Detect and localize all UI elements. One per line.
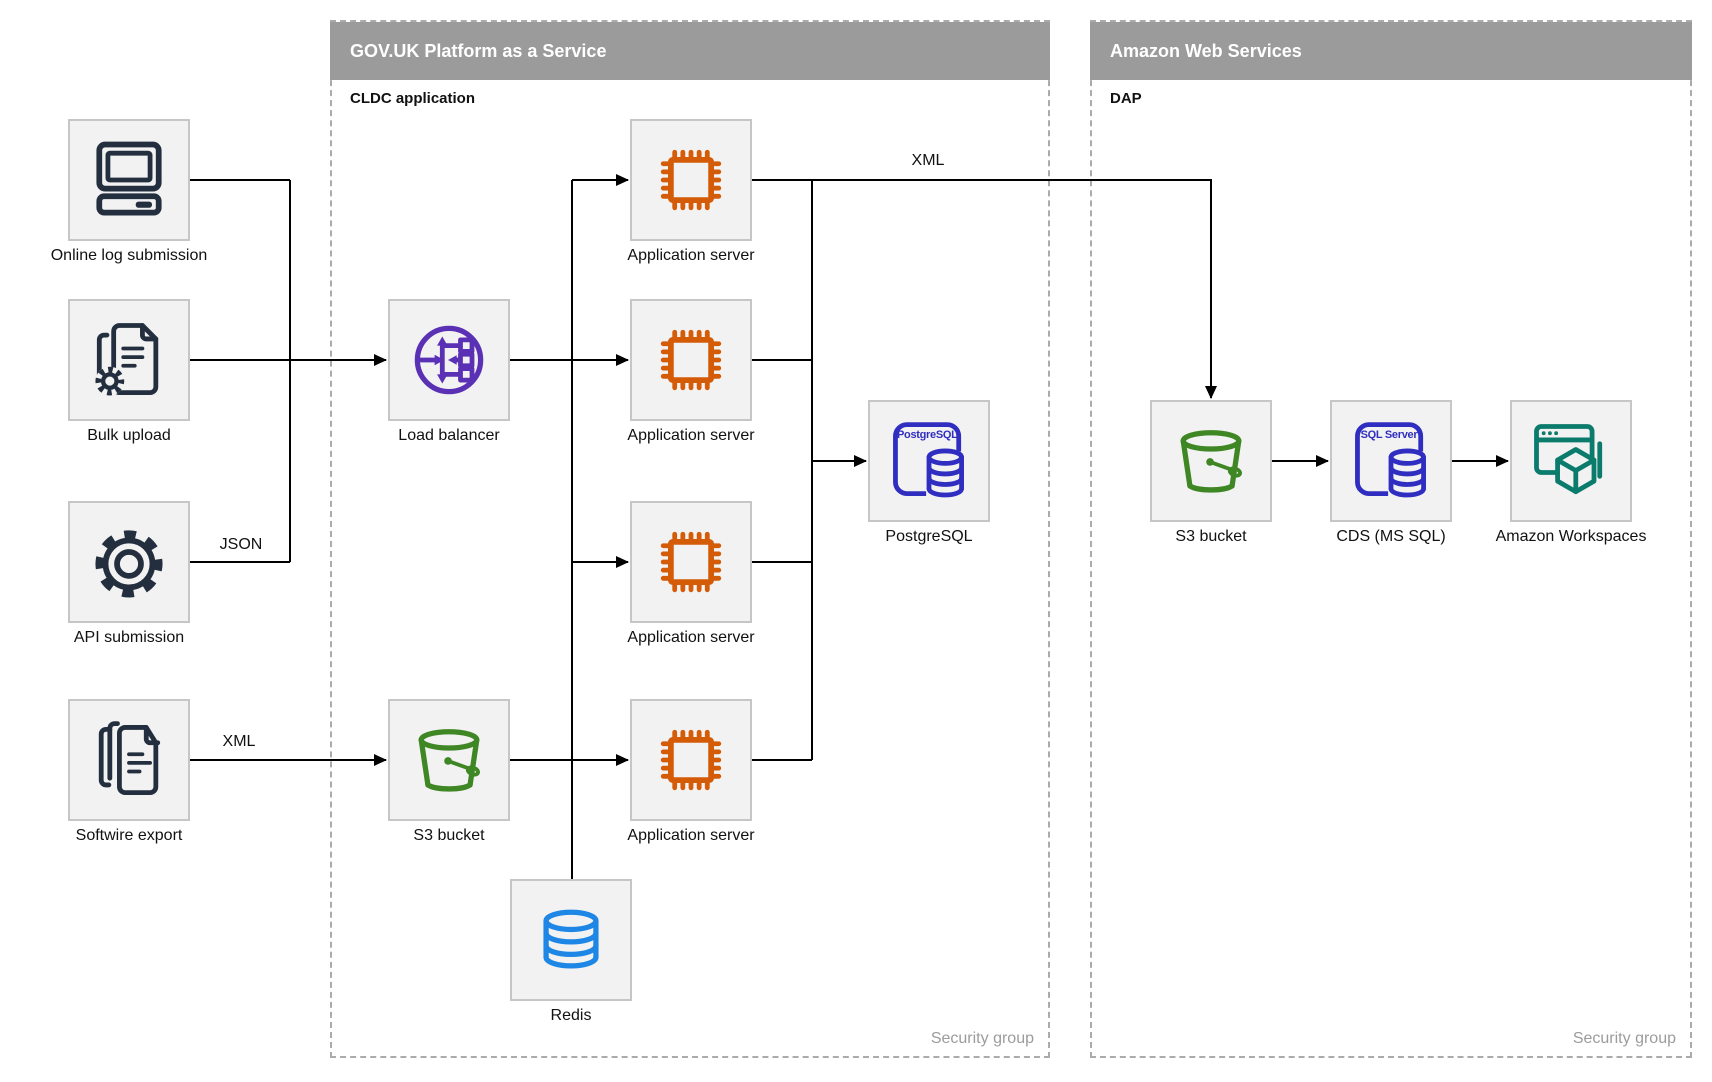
region-paas-sublabel: CLDC application (350, 90, 476, 107)
node-cds-ms-sql: SQL Server CDS (MS SQL) (1330, 400, 1452, 545)
computer-icon (83, 134, 175, 226)
node-label: API submission (73, 629, 185, 646)
region-paas-header: GOV.UK Platform as a Service (330, 22, 1050, 80)
node-api-submission: API submission (68, 501, 190, 646)
node-application-server-3: Application server (627, 501, 755, 646)
edge-label-json: JSON (219, 536, 263, 553)
node-redis: Redis (510, 879, 632, 1024)
postgresql-icon: PostgreSQL (883, 415, 975, 507)
chip-icon (645, 314, 737, 406)
workspaces-icon (1525, 415, 1617, 507)
s3-bucket-icon (403, 714, 495, 806)
edge-label-xml-feed: XML (911, 152, 945, 169)
region-paas-security-group: GOV.UK Platform as a Service CLDC applic… (330, 20, 1050, 1058)
edge-app1-xml-to-aws-s3 (752, 179, 1217, 399)
node-box (68, 299, 190, 421)
node-box (630, 119, 752, 241)
node-amazon-workspaces: Amazon Workspaces (1496, 400, 1646, 545)
chip-icon (645, 714, 737, 806)
node-box (68, 501, 190, 623)
node-box: SQL Server (1330, 400, 1452, 522)
node-box (388, 299, 510, 421)
node-application-server-2: Application server (627, 299, 755, 444)
region-aws-header: Amazon Web Services (1090, 22, 1692, 80)
sql-server-icon-text: SQL Server (1360, 429, 1418, 441)
node-label: Application server (627, 427, 755, 444)
node-label: Bulk upload (87, 427, 171, 444)
node-label: PostgreSQL (885, 528, 973, 545)
node-label: Load balancer (398, 427, 500, 444)
edge-label-xml-export: XML (222, 733, 256, 750)
node-softwire-export: Softwire export (68, 699, 190, 844)
region-aws-sublabel: DAP (1110, 90, 1142, 107)
node-postgresql: PostgreSQL PostgreSQL (868, 400, 990, 545)
node-box (1510, 400, 1632, 522)
node-application-server-4: Application server (627, 699, 755, 844)
node-box (388, 699, 510, 821)
node-box (510, 879, 632, 1001)
chip-icon (645, 516, 737, 608)
node-load-balancer: Load balancer (388, 299, 510, 444)
node-box: PostgreSQL (868, 400, 990, 522)
node-box (630, 299, 752, 421)
node-label: S3 bucket (413, 827, 485, 844)
node-label: Application server (627, 247, 755, 264)
node-label: Softwire export (75, 827, 183, 844)
node-online-log-submission: Online log submission (51, 119, 207, 264)
node-label: Redis (550, 1007, 592, 1024)
node-application-server-1: Application server (627, 119, 755, 264)
region-aws-security-group: Amazon Web Services DAP Security group (1090, 20, 1692, 1058)
node-bulk-upload: Bulk upload (68, 299, 190, 444)
document-gear-icon (83, 314, 175, 406)
node-box (630, 699, 752, 821)
node-label: Online log submission (50, 247, 208, 264)
redis-database-icon (525, 894, 617, 986)
gear-icon (83, 516, 175, 608)
sql-server-icon: SQL Server (1345, 415, 1437, 507)
region-paas-footer: Security group (930, 1030, 1034, 1047)
region-aws-footer: Security group (1572, 1030, 1676, 1047)
node-label: S3 bucket (1175, 528, 1247, 545)
node-s3-bucket-aws: S3 bucket (1150, 400, 1272, 545)
s3-bucket-icon (1165, 415, 1257, 507)
node-label: Application server (627, 827, 755, 844)
node-box (68, 119, 190, 241)
postgresql-icon-text: PostgreSQL (897, 429, 958, 441)
documents-icon (83, 714, 175, 806)
load-balancer-icon (403, 314, 495, 406)
node-label: Application server (627, 629, 755, 646)
node-box (68, 699, 190, 821)
node-s3-bucket-paas: S3 bucket (388, 699, 510, 844)
chip-icon (645, 134, 737, 226)
node-box (1150, 400, 1272, 522)
node-label: Amazon Workspaces (1495, 528, 1647, 545)
node-box (630, 501, 752, 623)
node-label: CDS (MS SQL) (1336, 528, 1446, 545)
